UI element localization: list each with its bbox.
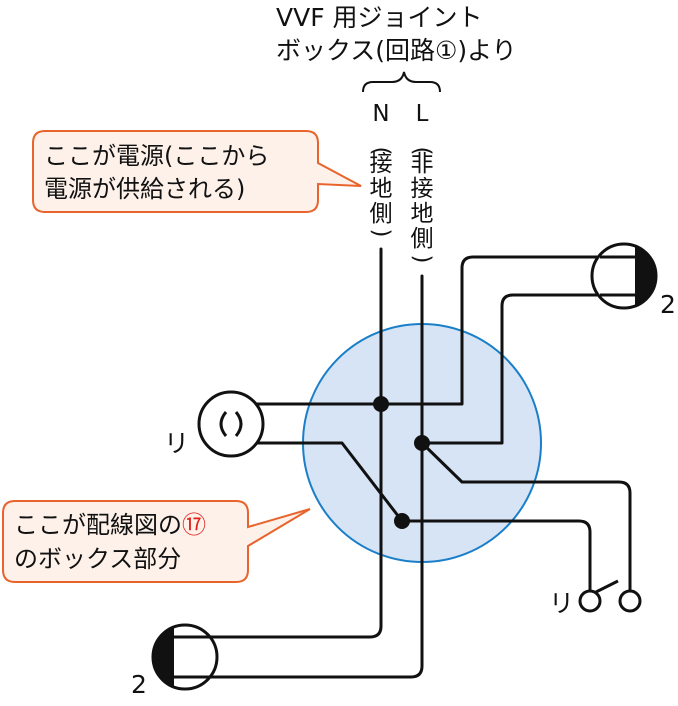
- light-fixture-icon: [197, 390, 265, 458]
- neutral-letter: N: [372, 101, 389, 127]
- live-char-1: 非: [411, 151, 434, 177]
- switch-icon: [578, 579, 642, 613]
- live-char-5: ): [409, 255, 435, 264]
- callout-box-number: ⑰: [182, 511, 206, 539]
- neutral-char-0: (: [368, 147, 394, 156]
- wire-switch-return: [400, 519, 592, 593]
- junction-dot-live: [414, 435, 430, 451]
- wire-neutral: [206, 247, 383, 639]
- wire-light-to-outlet-top: [253, 255, 602, 406]
- wires: [200, 247, 632, 679]
- light-label: リ: [164, 429, 189, 458]
- neutral-char-1: 接: [370, 151, 393, 177]
- outlet-bottom-left-icon: [151, 623, 219, 691]
- wire-live-to-outlet-top: [420, 293, 602, 445]
- neutral-char-4: ): [368, 229, 394, 238]
- source-brace: [362, 71, 441, 93]
- junction-dot-switch-return: [394, 513, 410, 529]
- live-char-2: 接: [411, 176, 434, 202]
- neutral-char-2: 地: [370, 176, 393, 202]
- callout-power-line2: 電源が供給される): [44, 175, 245, 203]
- wire-light-return: [253, 441, 404, 523]
- wire-live-to-switch: [420, 441, 632, 593]
- outlet-top-right-icon: [590, 242, 658, 310]
- callout-box-line1-prefix: ここが配線図の: [14, 511, 182, 539]
- live-letter: L: [416, 101, 429, 127]
- outlet-top-label: 2: [660, 290, 676, 319]
- source-label-line2: ボックス(回路①)より: [276, 36, 517, 65]
- callout-power-shape: [32, 130, 362, 213]
- callout-power-line1: ここが電源(ここから: [44, 142, 269, 170]
- outlet-bottom-label: 2: [131, 670, 147, 699]
- wire-live: [200, 274, 424, 679]
- live-char-4: 側: [411, 226, 434, 252]
- callout-box-shape: [2, 500, 311, 583]
- neutral-label: N ( 接 地 側 ): [368, 101, 394, 237]
- callout-power: ここが電源(ここから 電源が供給される): [32, 130, 362, 213]
- neutral-char-3: 側: [370, 201, 393, 227]
- callout-box-line2: のボックス部分: [14, 545, 181, 573]
- junction-dot-neutral: [373, 396, 389, 412]
- live-label: L ( 非 接 地 側 ): [409, 101, 435, 263]
- callout-box-line1: ここが配線図の⑰: [14, 511, 206, 539]
- source-label-line1: VVF 用ジョイント: [276, 3, 483, 32]
- live-char-3: 地: [411, 201, 434, 227]
- callout-box: ここが配線図の⑰ のボックス部分: [2, 500, 311, 583]
- live-char-0: (: [409, 147, 435, 156]
- switch-label: リ: [549, 589, 574, 618]
